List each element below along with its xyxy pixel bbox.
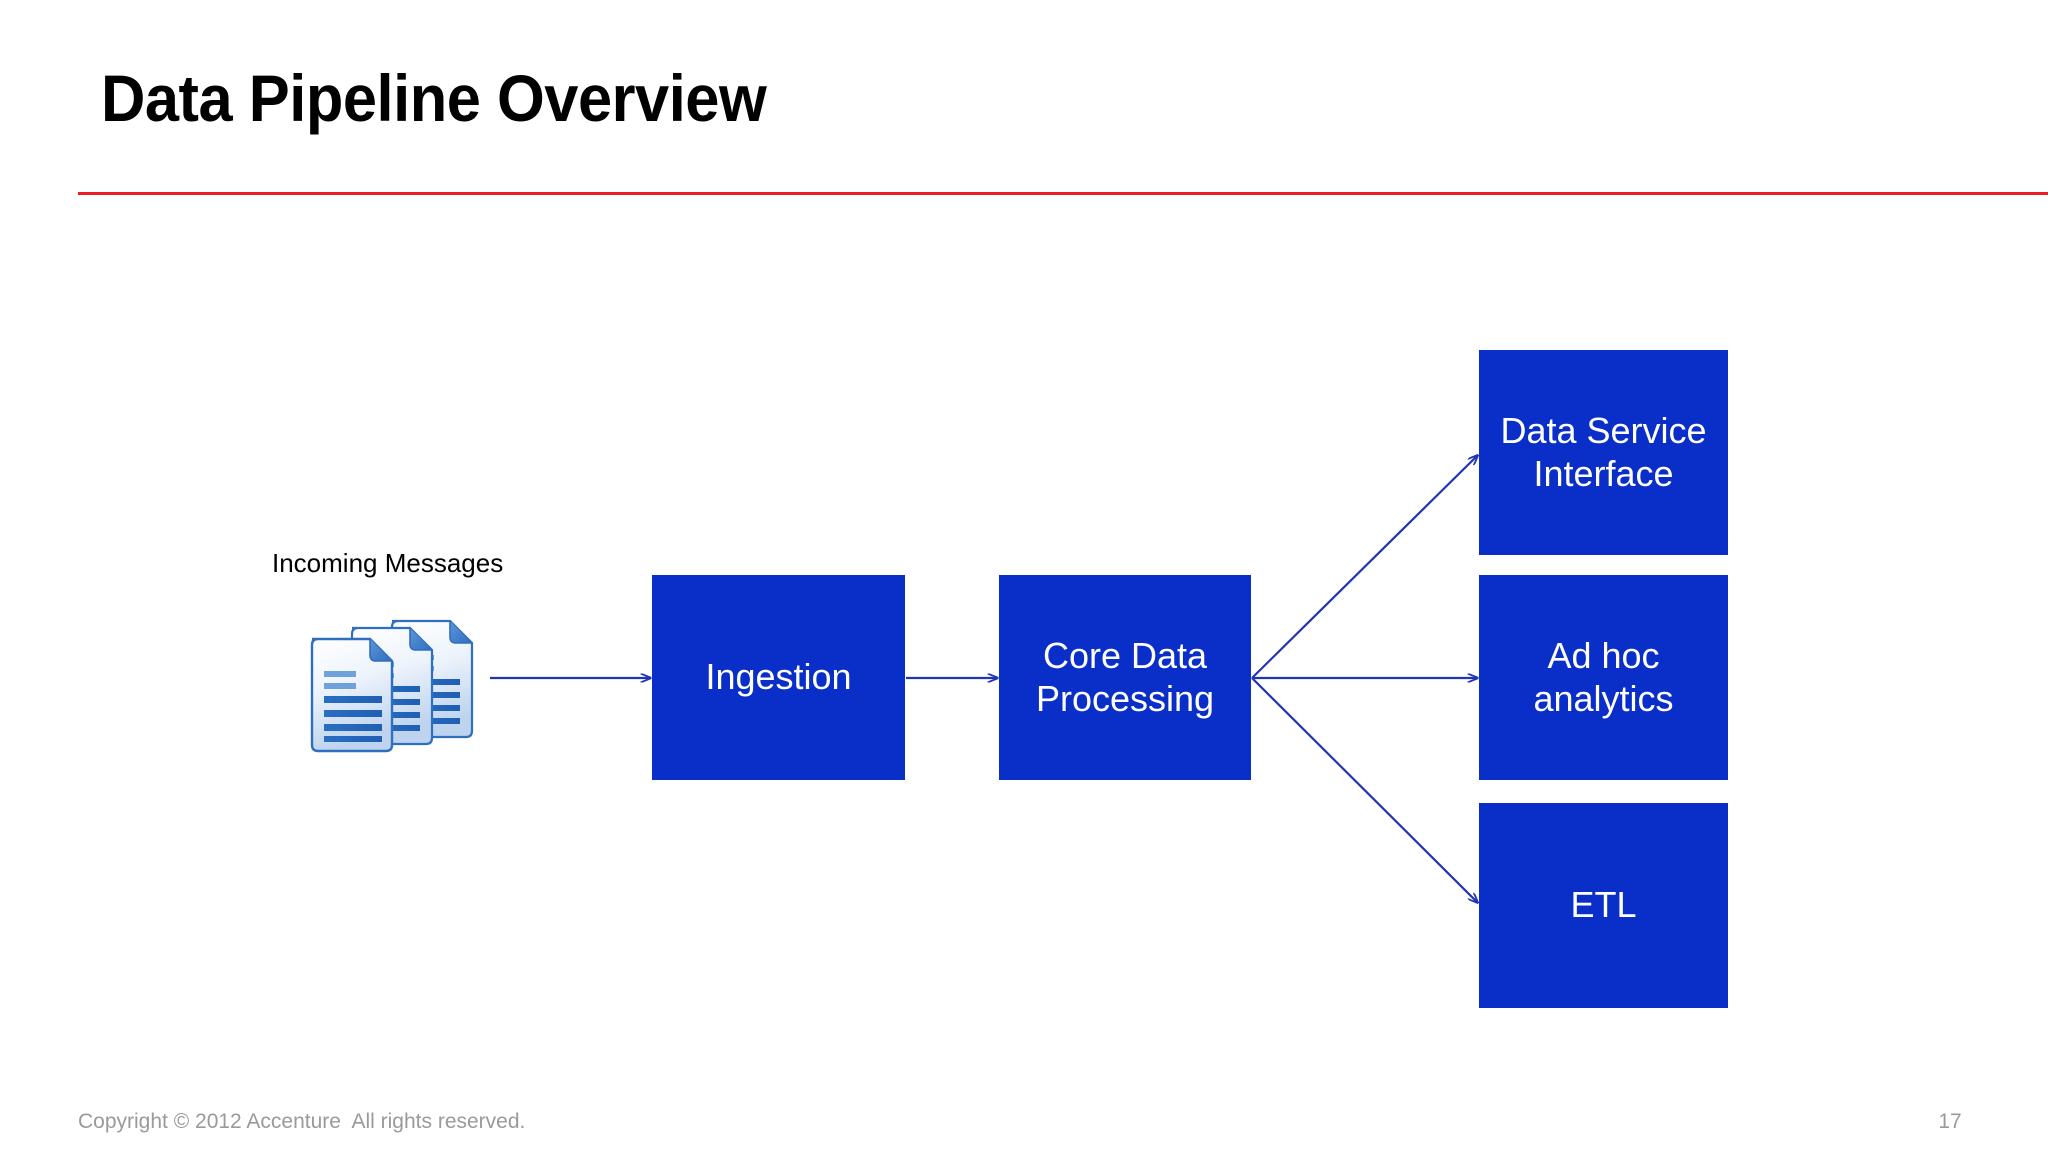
data-service-line1: Data Service (1500, 410, 1707, 452)
page-title: Data Pipeline Overview (101, 61, 767, 135)
footer-copyright: Copyright © 2012 Accenture All rights re… (78, 1110, 526, 1133)
process-box-ingestion-label: Ingestion (705, 656, 852, 698)
process-box-core-processing-label: Core Data Processing (1036, 635, 1214, 720)
incoming-messages-label: Incoming Messages (272, 548, 504, 578)
title-divider-rule (78, 192, 2048, 195)
data-service-line2: Interface (1533, 452, 1674, 494)
documents-stack-icon (310, 619, 474, 753)
core-processing-line2: Processing (1035, 677, 1215, 719)
process-box-adhoc-analytics[interactable]: Ad hoc analytics (1479, 575, 1728, 780)
core-processing-line1: Core Data (1042, 635, 1208, 677)
process-box-ingestion[interactable]: Ingestion (652, 575, 905, 780)
process-box-adhoc-analytics-label: Ad hoc analytics (1533, 635, 1673, 720)
process-box-core-processing[interactable]: Core Data Processing (999, 575, 1251, 780)
arrow-core-to-data-service (1251, 455, 1478, 679)
process-box-data-service-interface[interactable]: Data Service Interface (1479, 350, 1728, 555)
adhoc-line1: Ad hoc (1547, 635, 1660, 677)
process-box-etl-label: ETL (1570, 884, 1637, 926)
process-box-etl[interactable]: ETL (1479, 803, 1728, 1008)
adhoc-line2: analytics (1533, 677, 1674, 719)
process-box-data-service-interface-label: Data Service Interface (1500, 410, 1706, 495)
arrow-core-to-etl (1251, 677, 1478, 903)
footer-page-number: 17 (1938, 1110, 1962, 1133)
